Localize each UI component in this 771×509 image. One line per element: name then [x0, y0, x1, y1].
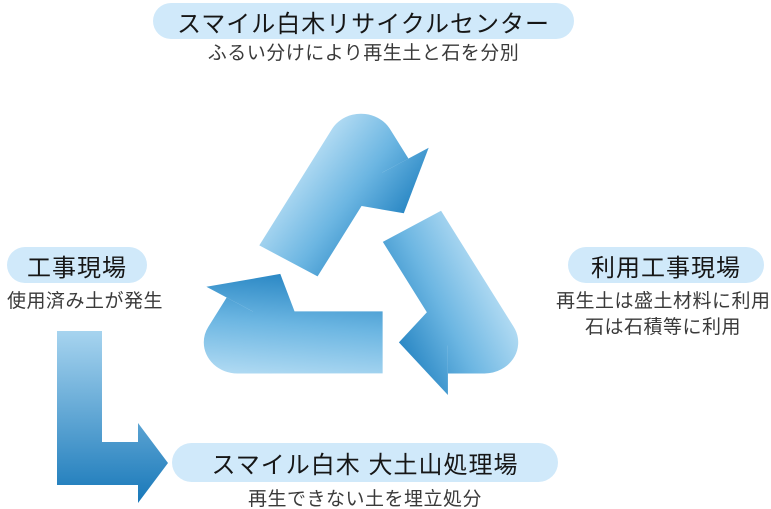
node-recycle-center-caption: ふるい分けにより再生土と石を分別	[207, 43, 520, 64]
node-construction-site-label: 工事現場	[27, 254, 127, 282]
node-reuse-site-caption-line1: 再生土は盛土材料に利用	[556, 291, 771, 312]
node-disposal-site-caption: 再生できない土を埋立処分	[247, 489, 482, 509]
node-construction-site: 工事現場	[7, 247, 147, 283]
node-recycle-center: スマイル白木リサイクルセンター	[153, 3, 574, 39]
node-reuse-site-caption-line2: 石は石積等に利用	[584, 317, 741, 338]
node-disposal-site-label: スマイル白木 大土山処理場	[211, 452, 519, 479]
node-reuse-site-label: 利用工事現場	[591, 254, 741, 282]
node-reuse-site-caption: 再生土は盛土材料に利用 石は石積等に利用	[556, 289, 770, 341]
down-right-flow-arrow-icon	[57, 331, 168, 503]
recycle-arrows-icon	[202, 113, 520, 397]
node-reuse-site: 利用工事現場	[568, 247, 764, 283]
node-disposal-site: スマイル白木 大土山処理場	[172, 443, 558, 482]
node-construction-site-caption: 使用済み土が発生	[6, 291, 163, 312]
node-recycle-center-label: スマイル白木リサイクルセンター	[176, 10, 551, 38]
